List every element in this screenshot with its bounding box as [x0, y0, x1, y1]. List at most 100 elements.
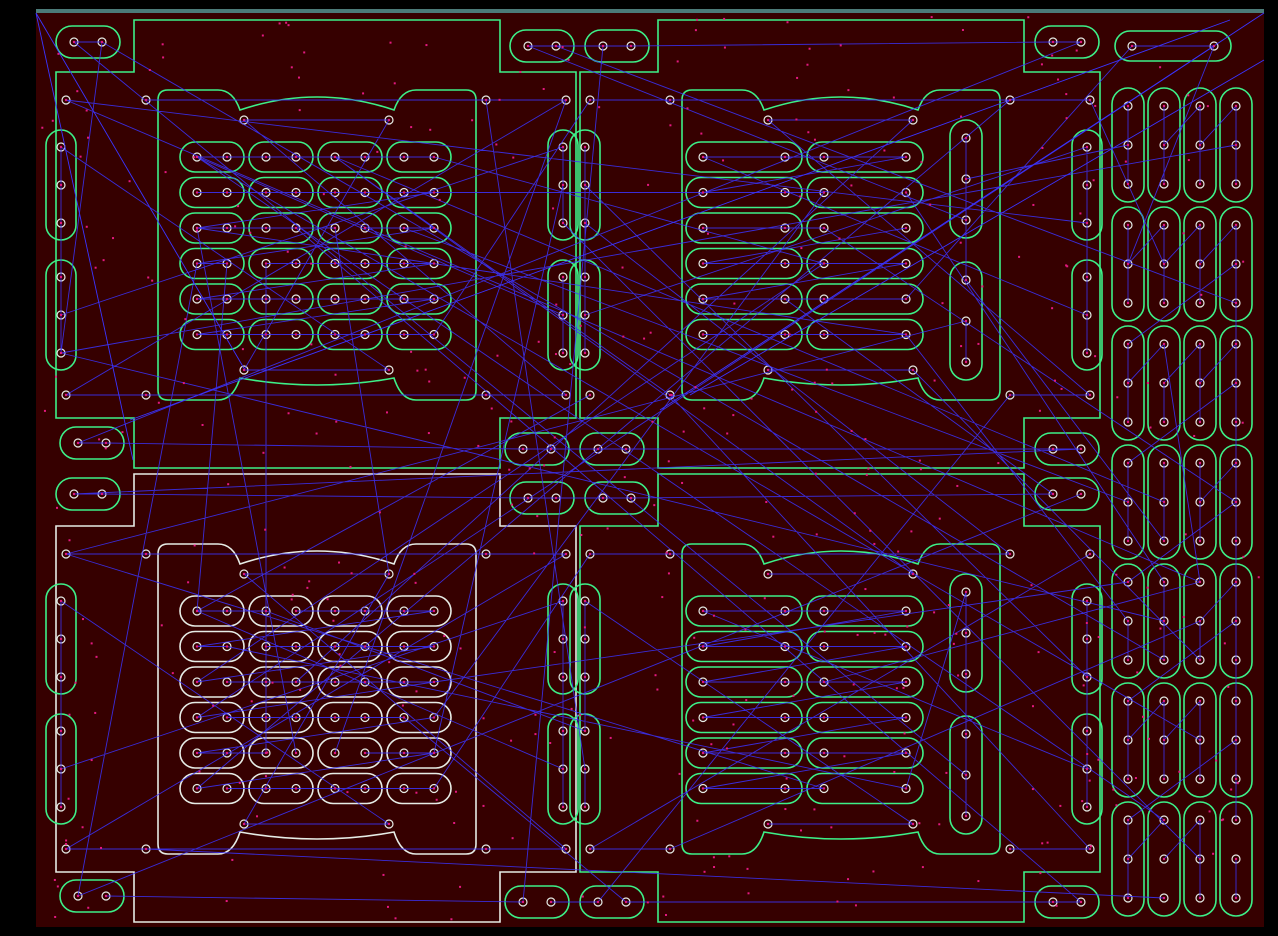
toolpath-point-icon: [459, 647, 462, 650]
toolpath-point-icon: [195, 155, 199, 159]
toolpath-point-icon: [1234, 857, 1238, 861]
toolpath-point-icon: [706, 232, 709, 235]
toolpath-point-icon: [785, 777, 788, 780]
slot-cutout: [1183, 682, 1217, 798]
toolpath-point-icon: [701, 155, 705, 159]
toolpath-point-icon: [1193, 434, 1196, 437]
toolpath-point-icon: [432, 191, 436, 194]
toolpath-point-icon: [241, 348, 244, 351]
plate-outline: [681, 89, 1001, 401]
toolpath-point-icon: [1234, 381, 1238, 385]
toolpath-point-icon: [1018, 255, 1021, 258]
toolpath-point-icon: [692, 719, 695, 722]
toolpath-point-icon: [1162, 461, 1166, 465]
toolpath-point-icon: [363, 191, 367, 194]
toolpath-point-icon: [104, 447, 107, 450]
toolpath-point-icon: [195, 297, 199, 301]
toolpath-point-icon: [1162, 143, 1166, 147]
toolpath-point-icon: [1162, 857, 1166, 861]
toolpath-point-icon: [242, 368, 246, 372]
toolpath-point-icon: [1085, 675, 1089, 679]
toolpath-point-icon: [747, 892, 750, 895]
toolpath-point-icon: [1182, 616, 1185, 619]
toolpath-point-icon: [941, 302, 944, 305]
toolpath-point-icon: [435, 798, 438, 801]
toolpath-point-icon: [1162, 699, 1166, 703]
toolpath-point-icon: [701, 609, 705, 613]
toolpath-point-icon: [911, 572, 915, 576]
toolpath-point-icon: [822, 609, 826, 613]
toolpath-point-icon: [56, 506, 59, 509]
toolpath-point-icon: [588, 393, 592, 397]
toolpath-point-icon: [294, 297, 298, 301]
toolpath-point-icon: [94, 266, 97, 269]
toolpath-point-icon: [299, 688, 302, 691]
toolpath-point-icon: [929, 203, 932, 206]
toolpath-point-icon: [294, 716, 298, 719]
toolpath-point-icon: [536, 515, 539, 518]
toolpath-point-icon: [766, 118, 770, 122]
toolpath-point-icon: [147, 276, 150, 279]
toolpath-point-icon: [459, 885, 462, 888]
toolpath-point-icon: [100, 846, 103, 849]
toolpath-point-icon: [598, 106, 601, 109]
toolpath-point-icon: [510, 739, 513, 742]
toolpath-point-icon: [701, 787, 705, 790]
toolpath-point-icon: [588, 847, 592, 851]
toolpath-point-icon: [1198, 104, 1202, 108]
toolpath-point-icon: [847, 878, 850, 881]
toolpath-point-icon: [193, 544, 196, 547]
toolpath-point-icon: [554, 44, 558, 48]
toolpath-point-icon: [1051, 54, 1054, 57]
toolpath-point-icon: [59, 275, 63, 279]
toolpath-point-icon: [56, 885, 59, 888]
toolpath-point-icon: [195, 226, 199, 230]
toolpath-point-icon: [334, 373, 337, 376]
toolpath-point-icon: [822, 297, 826, 301]
toolpath-point-icon: [427, 432, 430, 435]
toolpath-point-icon: [90, 759, 93, 762]
toolpath-point-icon: [510, 420, 513, 423]
toolpath-point-icon: [561, 767, 565, 771]
toolpath-point-icon: [193, 156, 196, 159]
toolpath-point-icon: [363, 680, 367, 684]
toolpath-point-icon: [1234, 818, 1238, 822]
toolpath-point-icon: [1085, 599, 1089, 603]
toolpath-point-icon: [333, 333, 337, 336]
toolpath-point-icon: [1234, 539, 1238, 543]
toolpath-point-icon: [700, 132, 703, 135]
toolpath-point-icon: [1079, 447, 1083, 451]
toolpath-point-icon: [1234, 182, 1238, 186]
toolpath-point-icon: [1234, 896, 1238, 900]
toolpath-point-icon: [1082, 684, 1085, 687]
toolpath-point-icon: [59, 729, 63, 733]
toolpath-point-icon: [402, 751, 406, 755]
toolpath-point-icon: [510, 503, 513, 506]
toolpath-point-icon: [872, 870, 875, 873]
toolpath-point-icon: [902, 686, 905, 689]
toolpath-point-icon: [686, 107, 689, 110]
toolpath-point-icon: [404, 245, 407, 248]
toolpath-point-icon: [65, 842, 68, 845]
slot-cutout: [1147, 682, 1181, 798]
toolpath-point-icon: [561, 221, 565, 225]
toolpath-point-icon: [1037, 651, 1040, 654]
toolpath-point-icon: [1234, 104, 1238, 108]
toolpath-point-icon: [552, 207, 555, 210]
toolpath-point-icon: [1066, 265, 1069, 268]
toolpath-point-icon: [59, 805, 63, 809]
toolpath-point-icon: [59, 637, 63, 641]
toolpath-point-icon: [1198, 381, 1202, 385]
toolpath-point-icon: [144, 98, 148, 102]
toolpath-point-icon: [1234, 777, 1238, 781]
toolpath-point-icon: [264, 680, 268, 684]
toolpath-point-icon: [225, 609, 229, 613]
toolpath-point-icon: [561, 351, 565, 355]
toolpath-point-icon: [1208, 810, 1211, 813]
toolpath-point-icon: [964, 732, 968, 736]
toolpath-point-icon: [960, 115, 963, 118]
toolpath-point-icon: [225, 645, 229, 648]
toolpath-point-icon: [643, 337, 646, 340]
toolpath-point-icon: [363, 751, 367, 755]
